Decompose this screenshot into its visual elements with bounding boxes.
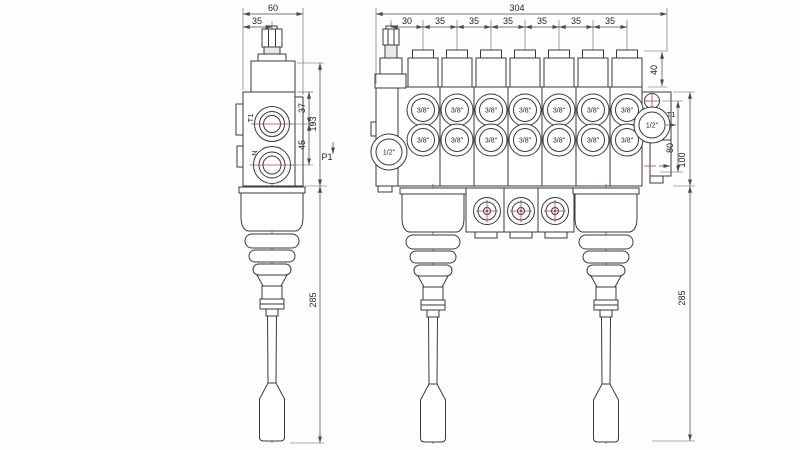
dim-section-spacing: 35 bbox=[503, 16, 513, 26]
front-view-relief-screw bbox=[374, 25, 407, 89]
dim-section-spacing: 35 bbox=[571, 16, 581, 26]
work-port-label: 3/8" bbox=[519, 137, 532, 144]
work-port-label: 3/8" bbox=[519, 107, 532, 114]
dim-side-lever-offset: 35 bbox=[252, 16, 262, 26]
dim-side-port-spacing: 45 bbox=[297, 140, 307, 150]
dim-front-overall-width: 304 bbox=[509, 3, 524, 13]
dim-outlet-offset: 80 bbox=[665, 143, 675, 153]
inlet-port: 1/2" bbox=[370, 133, 408, 171]
dim-end-plate-height: 100 bbox=[677, 152, 687, 167]
side-view-lever bbox=[238, 182, 306, 444]
outlet-port-label: 1/2" bbox=[646, 122, 659, 129]
tank-port-label: T1 bbox=[667, 110, 676, 119]
front-view-middle-spool-caps bbox=[465, 187, 575, 239]
outlet-port: 1/2" bbox=[633, 106, 671, 144]
dim-side-lever-length: 285 bbox=[308, 292, 318, 307]
front-view-work-ports-upper: 3/8" 3/8" 3/8" 3/8" 3/8" 3/8" 3/8" bbox=[406, 93, 644, 127]
work-port-label: 3/8" bbox=[417, 107, 430, 114]
front-view: 3/8" 3/8" 3/8" 3/8" 3/8" 3/8" 3/8" 3/8" … bbox=[370, 3, 695, 445]
port-t1 bbox=[251, 106, 293, 142]
front-view-lever-right bbox=[572, 183, 640, 445]
front-view-work-ports-lower: 3/8" 3/8" 3/8" 3/8" 3/8" 3/8" 3/8" bbox=[406, 123, 644, 157]
port-p1-label: P1 bbox=[321, 152, 332, 162]
work-port-label: 3/8" bbox=[587, 107, 600, 114]
side-view: T1 N 60 35 37 45 193 285 bbox=[235, 3, 336, 444]
dim-side-body-height: 193 bbox=[308, 116, 318, 131]
port-t1-label: T1 bbox=[246, 114, 255, 123]
work-port-label: 3/8" bbox=[451, 137, 464, 144]
dim-section-spacing: 35 bbox=[605, 16, 615, 26]
dim-front-lever-length: 285 bbox=[677, 290, 687, 305]
work-port-label: 3/8" bbox=[553, 137, 566, 144]
front-view-lever-left bbox=[399, 183, 467, 445]
inlet-port-label: 1/2" bbox=[383, 149, 396, 156]
front-view-dimensions: 304 30 35 35 35 35 35 35 bbox=[375, 3, 695, 442]
work-port-label: 3/8" bbox=[621, 137, 634, 144]
dim-section-spacing: 35 bbox=[435, 16, 445, 26]
work-port-label: 3/8" bbox=[621, 107, 634, 114]
front-view-section-caps bbox=[407, 49, 643, 88]
dim-section-spacing: 35 bbox=[537, 16, 547, 26]
dim-cap-height: 40 bbox=[649, 65, 659, 75]
dim-side-overall-width: 60 bbox=[268, 3, 278, 13]
work-port-label: 3/8" bbox=[485, 107, 498, 114]
dim-first-spacing: 30 bbox=[402, 16, 412, 26]
work-port-label: 3/8" bbox=[451, 107, 464, 114]
dim-side-port-offset: 37 bbox=[297, 103, 307, 113]
port-n-label: N bbox=[250, 150, 259, 155]
dim-section-spacing: 35 bbox=[469, 16, 479, 26]
port-n bbox=[250, 146, 294, 184]
work-port-label: 3/8" bbox=[587, 137, 600, 144]
work-port-label: 3/8" bbox=[485, 137, 498, 144]
side-view-relief-screw bbox=[257, 25, 287, 62]
work-port-label: 3/8" bbox=[417, 137, 430, 144]
side-view-dimensions: 60 35 37 45 193 285 P1 bbox=[242, 3, 336, 444]
work-port-label: 3/8" bbox=[553, 107, 566, 114]
